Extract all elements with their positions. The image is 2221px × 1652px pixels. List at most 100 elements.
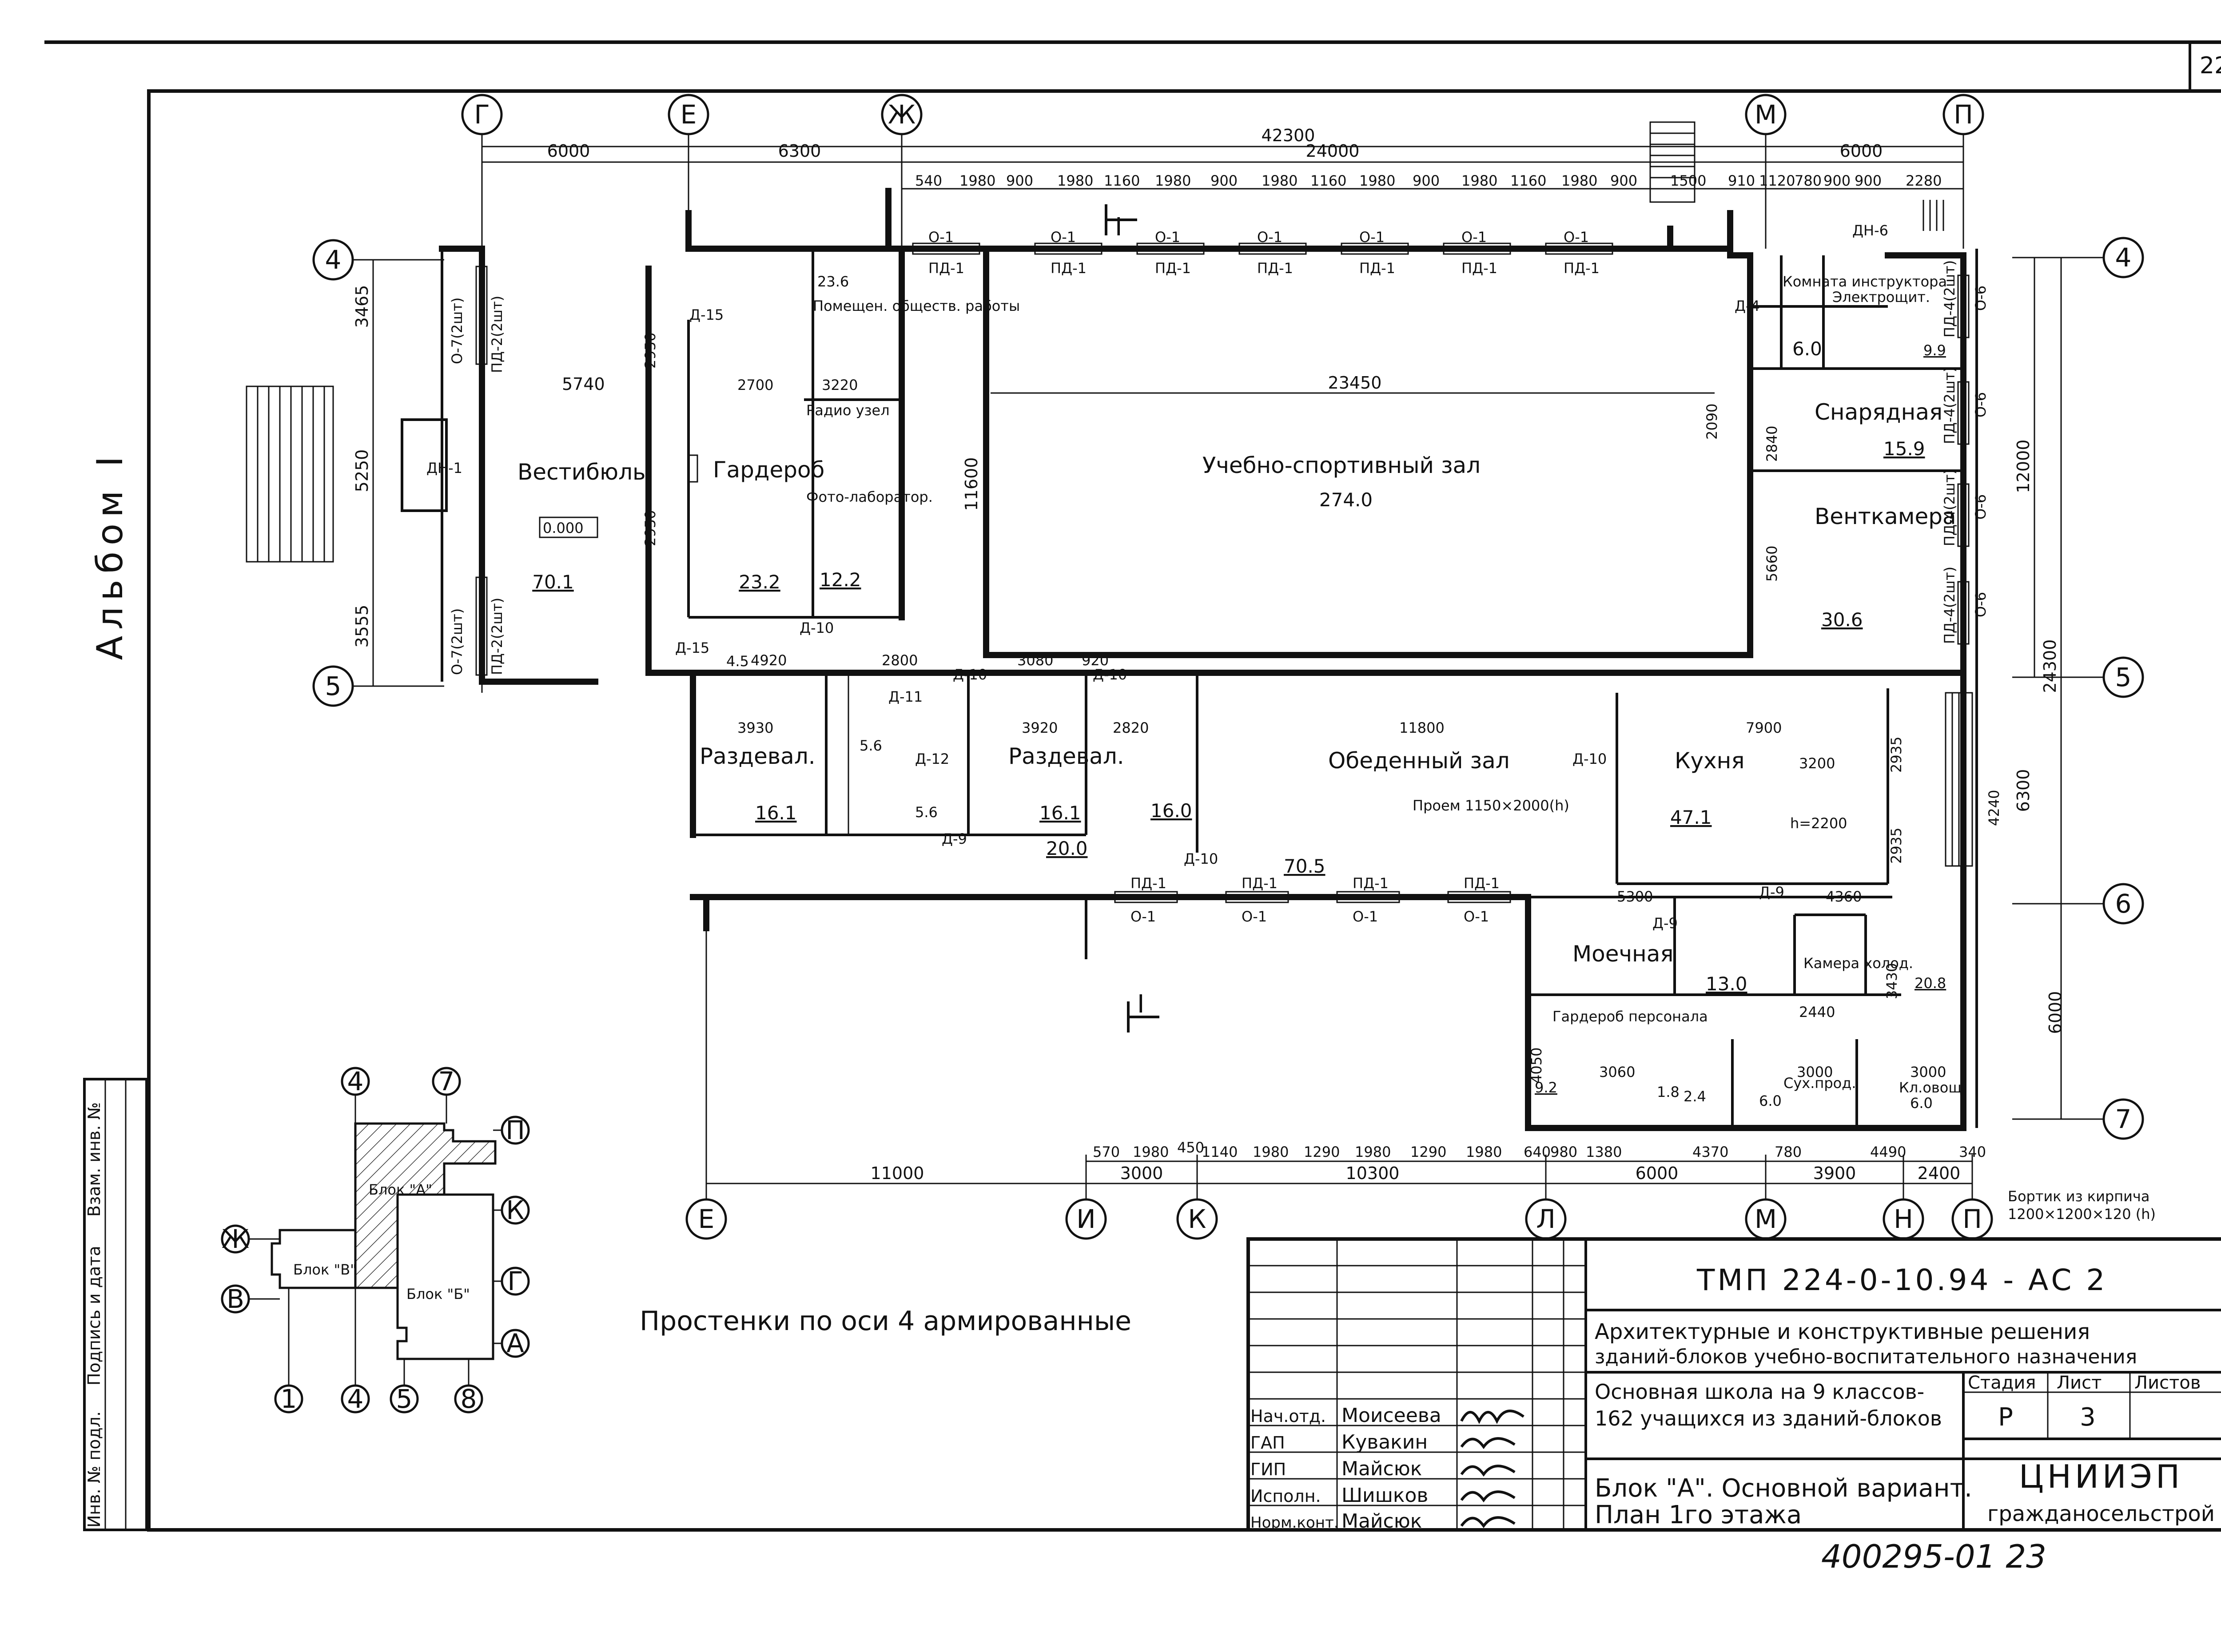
dim-bbay-5: 1980 — [1253, 1144, 1289, 1160]
room-electric-area: 9.9 — [1923, 342, 1946, 359]
right-sill-2: ПД-4(2шт) — [1941, 367, 1958, 444]
area-wc-1: 5.6 — [860, 737, 882, 754]
key-plan: Блок "А" Блок "Б" Блок "В" 4 7 П К Г А Ж… — [221, 1066, 530, 1414]
room-dry-food-area: 6.0 — [1759, 1092, 1782, 1109]
dim-bay-14: 1980 — [1561, 172, 1597, 189]
dim-top-seg-4: 6000 — [1840, 141, 1883, 161]
right-sill-1: ПД-4(2шт) — [1941, 260, 1958, 338]
key-axis-zh: Ж — [222, 1224, 249, 1254]
vest-sill-1: ПД-2(2шт) — [489, 296, 505, 373]
tb-name-3: Майсюк — [1341, 1457, 1422, 1480]
dim-right-6000: 6000 — [2046, 991, 2065, 1034]
dim-misc-19: 3060 — [1599, 1064, 1635, 1080]
right-sill-3: ПД-4(2шт) — [1941, 469, 1958, 546]
room-dining-name: Обеденный зал — [1328, 748, 1510, 774]
tb-name-1: Моисеева — [1341, 1404, 1441, 1427]
signature-4 — [1460, 1490, 1516, 1503]
tb-code: ТМП 224-0-10.94 - АС 2 — [1696, 1263, 2107, 1297]
area-misc-1-8: 1.8 — [1657, 1084, 1680, 1100]
axis-label-bottom-n: Н — [1894, 1204, 1913, 1234]
axis-label-bottom-e: Е — [698, 1204, 715, 1234]
window-mark-3: О-1 — [1155, 229, 1180, 246]
sill-b-4: ПД-1 — [1464, 875, 1500, 892]
tb-name-4: Шишков — [1341, 1484, 1428, 1507]
window-mark-1: О-1 — [928, 229, 954, 246]
vest-window-2: О-7(2шт) — [449, 608, 466, 675]
axis-bubble-bottom-k — [1176, 1198, 1218, 1240]
tb-subject-2: зданий-блоков учебно-воспитательного наз… — [1595, 1346, 2137, 1368]
dim-bay-21: 900 — [1855, 172, 1882, 189]
tb-h-stage: Стадия — [1968, 1373, 2036, 1393]
key-axis-top-4: 4 — [347, 1066, 364, 1096]
dim-bay-16: 1500 — [1670, 172, 1706, 189]
level-mark: 0.000 — [543, 520, 584, 536]
dim-misc-5: 3220 — [822, 377, 858, 393]
windows-right: ПД-4(2шт) ПД-4(2шт) ПД-4(2шт) ПД-4(2шт) … — [1941, 260, 1989, 645]
dim-overall-top: 42300 — [1262, 126, 1315, 145]
room-dishwash-area: 13.0 — [1706, 973, 1747, 995]
key-axis-8: 8 — [461, 1384, 477, 1414]
dim-right-overall: 24300 — [2040, 639, 2060, 693]
window-b-4: О-1 — [1464, 908, 1489, 925]
key-axis-4: 4 — [347, 1384, 364, 1414]
axis-label-bottom-p: П — [1962, 1204, 1982, 1234]
stair-top — [1649, 121, 1696, 203]
dim-bottom-seg-4: 6000 — [1636, 1164, 1679, 1183]
dim-bay-18: 1120 — [1759, 172, 1795, 189]
room-dry-food-name: Сух.прод. — [1783, 1075, 1856, 1092]
dim-bbay-3: 450 — [1177, 1139, 1204, 1156]
sill-mark-3: ПД-1 — [1155, 260, 1191, 277]
dim-misc-14: 7900 — [1746, 719, 1782, 736]
tb-name-5: Майсюк — [1341, 1510, 1422, 1533]
key-label-v: Блок "В" — [293, 1261, 357, 1278]
window-b-1: О-1 — [1130, 908, 1156, 925]
dim-bay-2: 1980 — [959, 172, 995, 189]
dim-misc-18: 2440 — [1799, 1004, 1835, 1021]
tb-role-2: ГАП — [1250, 1433, 1285, 1453]
room-veg-store-name: Кл.овощ. — [1899, 1079, 1966, 1096]
dim-hall-length: 23450 — [1328, 373, 1382, 393]
dim-misc-27: 2935 — [1888, 737, 1905, 773]
section-mark-bottom: I — [1137, 990, 1145, 1019]
stamp-inv-no: Инв. № подл. — [84, 1411, 104, 1528]
door-dn1-mark: ДН-1 — [426, 460, 462, 477]
room-labels: Вестибюль 70.1 Гардероб 23.2 Помещен. об… — [517, 273, 2156, 1337]
dim-bbay-6: 1290 — [1304, 1144, 1340, 1160]
room-vestibule-area: 70.1 — [532, 571, 574, 593]
dim-bay-6: 1980 — [1155, 172, 1191, 189]
room-changing1-name: Раздевал. — [700, 743, 816, 769]
room-instructor-name: Комната инструктора — [1783, 273, 1947, 290]
dim-bay-5: 1160 — [1104, 172, 1140, 189]
door-d15-mark: Д-15 — [689, 306, 724, 323]
room-gym-name: Учебно-спортивный зал — [1202, 453, 1481, 478]
brick-curb — [1945, 692, 1973, 867]
tb-role-4: Исполн. — [1250, 1486, 1321, 1506]
sill-b-3: ПД-1 — [1353, 875, 1389, 892]
right-window-3: О-6 — [1972, 494, 1989, 520]
dim-misc-11: 3920 — [1022, 719, 1058, 736]
dim-misc-22: 5660 — [1763, 546, 1780, 582]
axis-label-left-5: 5 — [325, 671, 342, 701]
window-mark-7: О-1 — [1564, 229, 1589, 246]
key-axis-v: В — [227, 1284, 244, 1314]
drawing-frame — [147, 89, 2221, 1532]
sill-mark-1: ПД-1 — [928, 260, 964, 277]
windows-top: О-1 О-1 О-1 О-1 О-1 О-1 О-1 ПД-1 ПД-1 ПД… — [912, 229, 1613, 277]
room-staff-wardrobe-area: 9.2 — [1535, 1079, 1557, 1096]
dim-misc-7: 2800 — [882, 652, 918, 669]
note-curb-size: 1200×1200×120 (h) — [2008, 1206, 2156, 1223]
handwritten-archive-no: 400295-01 23 — [1821, 1538, 2046, 1575]
room-staff-wardrobe-name: Гардероб персонала — [1552, 1008, 1708, 1025]
tb-h-sheets: Листов — [2134, 1373, 2201, 1393]
room-changing2-area: 16.1 — [1039, 802, 1081, 824]
windows-bottom: ПД-1 ПД-1 ПД-1 ПД-1 О-1 О-1 О-1 О-1 — [1114, 875, 1511, 925]
door-d9-mark-2: Д-9 — [1759, 884, 1784, 901]
dim-bay-10: 1980 — [1359, 172, 1395, 189]
dim-bbay-13: 4370 — [1692, 1144, 1728, 1160]
room-wardrobe-area: 23.2 — [739, 571, 780, 593]
dim-bottom-seg-6: 2400 — [1918, 1164, 1961, 1183]
right-window-2: О-6 — [1972, 392, 1989, 417]
right-window-1: О-6 — [1972, 286, 1989, 311]
door-d10-mark-3: Д-10 — [1093, 666, 1127, 683]
note-curb: Бортик из кирпича — [2008, 1188, 2149, 1205]
